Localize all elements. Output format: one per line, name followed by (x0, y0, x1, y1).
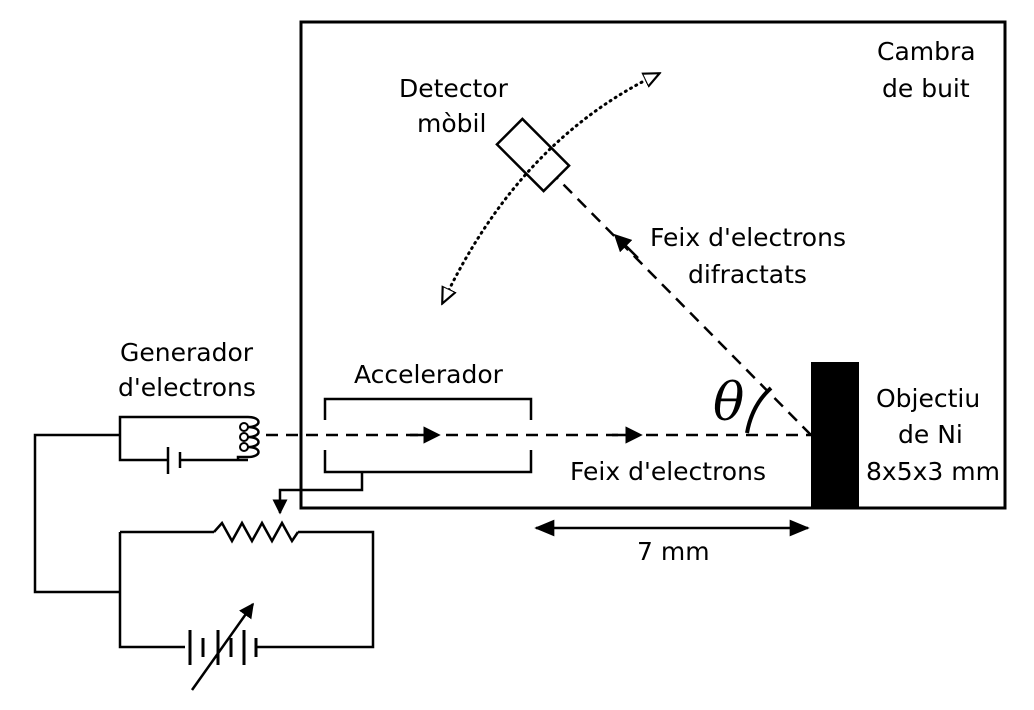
accelerator-left (323, 397, 533, 420)
chamber-label-1: Cambra (877, 37, 976, 66)
accelerator-label: Accelerador (354, 360, 504, 389)
diffracted-beam-arrow (613, 233, 639, 259)
variable-battery-arrow (190, 602, 255, 691)
generator-label-1: Generador (120, 338, 254, 367)
potentiometer-resistor (213, 520, 300, 544)
target-label-1: Objectiu (876, 384, 980, 413)
movable-detector (495, 117, 571, 193)
detector-label-1: Detector (399, 74, 509, 103)
distance-label: 7 mm (637, 537, 710, 566)
coil-loop-3 (239, 442, 249, 452)
angle-theta: θ (713, 373, 744, 433)
potentiometer-wiper (272, 472, 364, 515)
generator-label-2: d'electrons (118, 373, 256, 402)
diffracted-beam (556, 177, 812, 436)
outer-wire (33, 433, 120, 594)
nickel-target (811, 362, 859, 508)
vacuum-chamber (299, 20, 1007, 510)
beam-label: Feix d'electrons (570, 457, 766, 486)
power-circuit-left (118, 532, 185, 649)
chamber-label-2: de buit (882, 74, 970, 103)
detector-label-2: mòbil (417, 109, 486, 138)
diffracted-beam-label-1: Feix d'electrons (650, 223, 846, 252)
generator-circuit-top (118, 415, 228, 462)
power-circuit-right (256, 530, 375, 649)
coil-loop-1 (239, 422, 249, 432)
diffracted-beam-label-2: difractats (688, 260, 807, 289)
accelerator-bottom (323, 450, 533, 474)
coil-loop-2 (239, 432, 249, 442)
angle-arc (745, 386, 773, 434)
target-label-3: 8x5x3 mm (866, 457, 1000, 486)
target-label-2: de Ni (898, 420, 963, 449)
